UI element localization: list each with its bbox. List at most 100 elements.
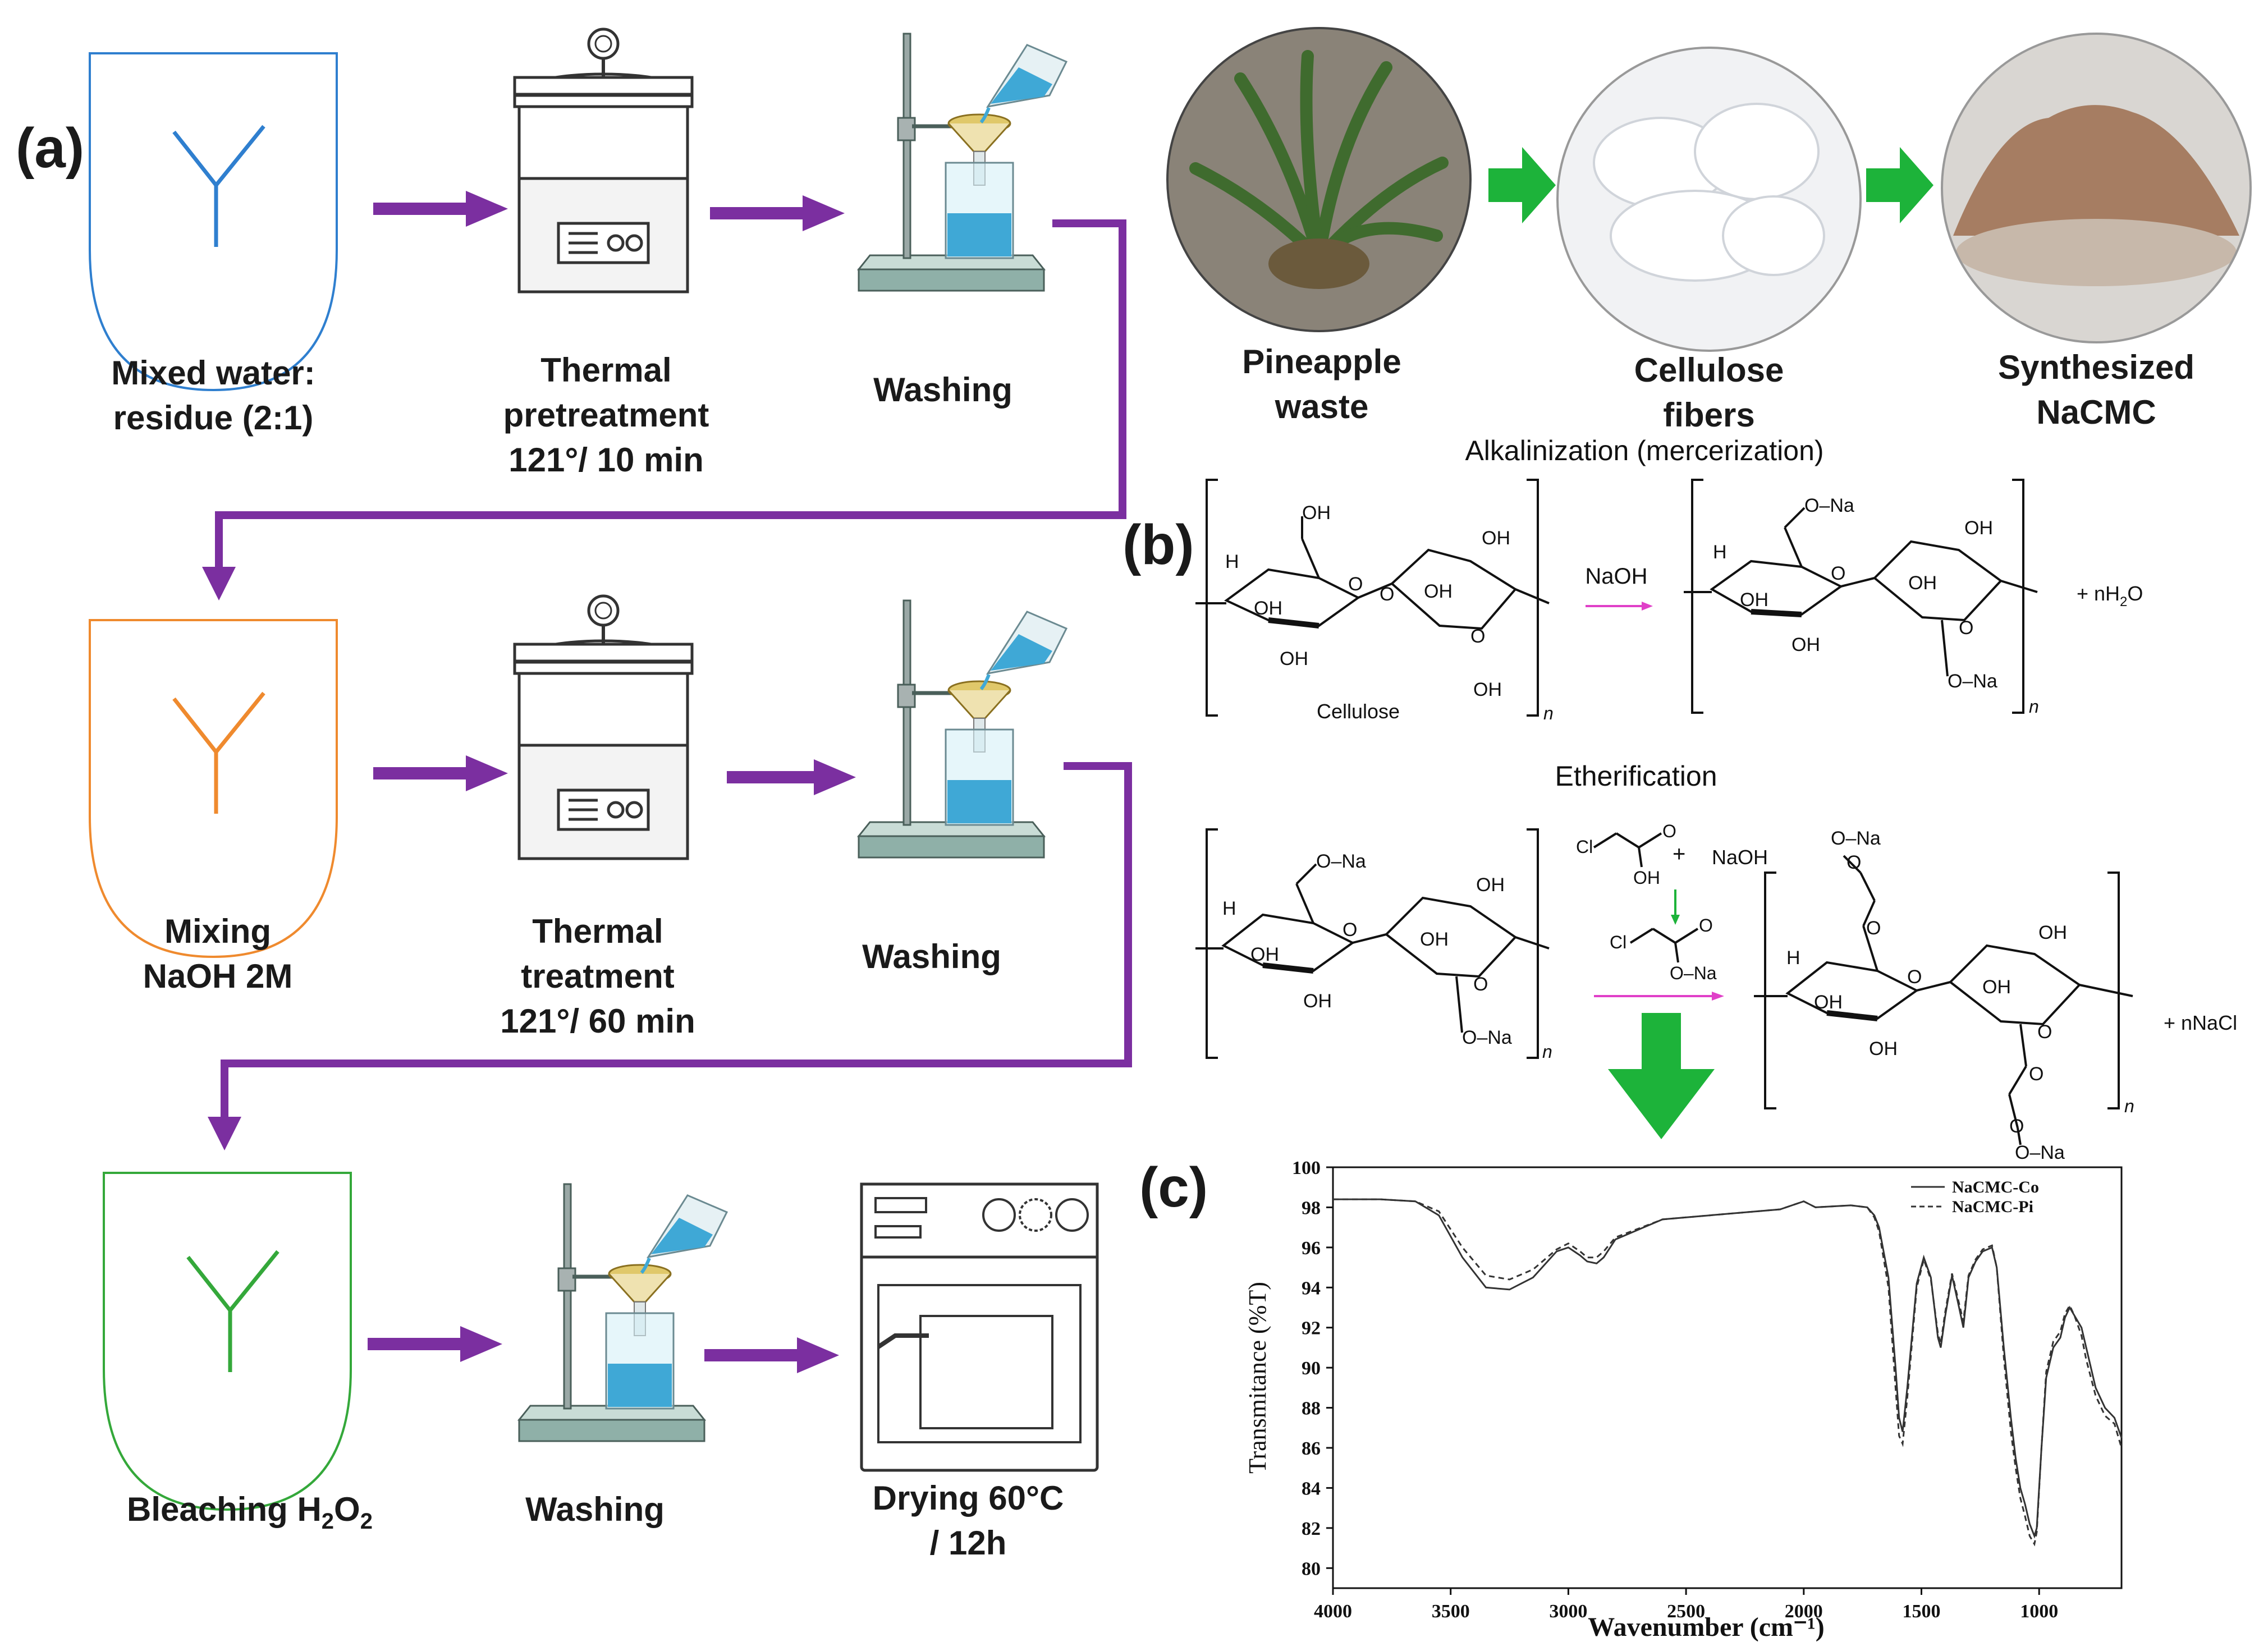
chloroacetic-acid-structure bbox=[1593, 832, 1662, 868]
step-thermal-line3: 121°/ 60 min bbox=[500, 1002, 695, 1040]
atom-label: H bbox=[1225, 551, 1239, 572]
step-thermal-line1: Thermal bbox=[532, 912, 663, 950]
step-mixed-water-line2: residue (2:1) bbox=[113, 399, 314, 437]
atom-label: OH bbox=[1473, 679, 1502, 700]
atom-label: OH bbox=[1814, 992, 1843, 1013]
y-tick-label: 82 bbox=[1302, 1519, 1321, 1539]
atom-label: OH bbox=[1869, 1038, 1898, 1060]
product-nacl: + nNaCl bbox=[2164, 1011, 2237, 1034]
washing-apparatus-icon-row3 bbox=[519, 1184, 727, 1441]
alkali-cellulose-structure bbox=[1684, 479, 2038, 714]
cellulose-structure bbox=[1195, 479, 1550, 717]
atom-label: OH bbox=[1964, 517, 1993, 539]
arrow-right-icon bbox=[373, 755, 508, 791]
y-tick-label: 88 bbox=[1302, 1398, 1321, 1419]
alkalinization-title: Alkalinization (mercerization) bbox=[1465, 435, 1823, 466]
atom-label: O bbox=[1847, 852, 1861, 873]
atom-label: OH bbox=[1254, 598, 1282, 619]
shield-icon-mixed-water bbox=[89, 52, 338, 391]
green-arrow-icon bbox=[1866, 147, 1933, 223]
arrow-down-icon bbox=[208, 1117, 241, 1150]
atom-label: O bbox=[1831, 563, 1845, 584]
arrow-right-icon bbox=[727, 759, 856, 795]
atom-label: OH bbox=[1482, 528, 1510, 549]
atom-label: Cl bbox=[1610, 932, 1626, 952]
step-mixing-line1: Mixing bbox=[164, 912, 271, 950]
autoclave-icon-row2 bbox=[515, 596, 692, 859]
subscript-n: n bbox=[1543, 703, 1554, 723]
green-down-arrow-icon bbox=[1671, 889, 1680, 925]
panel-c-label: (c) bbox=[1139, 1156, 1208, 1219]
photo-cellulose-line1: Cellulose bbox=[1634, 351, 1784, 389]
atom-label: OH bbox=[1280, 648, 1308, 669]
step-thermal-pre-line2: pretreatment bbox=[503, 396, 709, 434]
atom-label: OH bbox=[1250, 944, 1279, 965]
subscript-n: n bbox=[2029, 696, 2039, 717]
atom-label: O bbox=[1907, 966, 1922, 988]
reaction-arrow-icon bbox=[1594, 992, 1724, 1001]
x-tick-label: 2000 bbox=[1785, 1601, 1823, 1622]
atom-label: O bbox=[1473, 974, 1488, 995]
atom-label: O bbox=[1699, 915, 1713, 935]
drying-oven-icon bbox=[860, 1182, 1099, 1472]
arrow-right-icon bbox=[368, 1326, 502, 1362]
photo-cellulose-line2: fibers bbox=[1663, 396, 1754, 434]
atom-label: + bbox=[1673, 842, 1685, 866]
atom-label: O–Na bbox=[1804, 495, 1854, 516]
y-tick-label: 80 bbox=[1302, 1558, 1321, 1579]
atom-label: H bbox=[1713, 542, 1727, 563]
step-washing-row1: Washing bbox=[873, 371, 1012, 409]
atom-label: O–Na bbox=[1462, 1027, 1512, 1048]
step-bleaching: Bleaching H2O2 bbox=[127, 1491, 373, 1534]
reagent-labels: Cl O OH + NaOH bbox=[1576, 821, 1768, 888]
x-tick-label: 1000 bbox=[2020, 1601, 2058, 1622]
cellulose-fibers-photo bbox=[1556, 47, 1862, 352]
step-washing-row2: Washing bbox=[862, 938, 1001, 975]
y-tick-label: 86 bbox=[1302, 1438, 1321, 1459]
step-washing-row3: Washing bbox=[525, 1491, 665, 1528]
atom-label: OH bbox=[1476, 874, 1505, 896]
atom-label: OH bbox=[1908, 572, 1937, 594]
naoh-reagent-2: NaOH bbox=[1712, 846, 1768, 869]
atom-label: Cl bbox=[1576, 837, 1593, 857]
x-tick-label: 3000 bbox=[1549, 1601, 1587, 1622]
step-thermal-line2: treatment bbox=[521, 957, 674, 995]
alkali-cellulose-2-atom-labels: O–Na H OH OH O OH OH O O–Na bbox=[1222, 851, 1512, 1048]
y-tick-label: 94 bbox=[1302, 1278, 1321, 1299]
atom-label: O bbox=[1343, 919, 1357, 941]
atom-label: O–Na bbox=[2015, 1142, 2065, 1163]
connector-arrow-icon bbox=[215, 219, 1126, 572]
x-axis-label: Wavenumber (cm⁻¹) bbox=[1588, 1612, 1824, 1642]
shield-icon-bleaching bbox=[103, 1172, 352, 1511]
atom-label: O–Na bbox=[1670, 963, 1717, 983]
pineapple-waste-photo bbox=[1166, 27, 1472, 332]
atom-label: O–Na bbox=[1831, 828, 1881, 849]
photo-nacmc-line1: Synthesized bbox=[1998, 348, 2194, 386]
sodium-chloroacetate-structure bbox=[1629, 928, 1699, 963]
x-tick-label: 4000 bbox=[1314, 1601, 1352, 1622]
atom-label: OH bbox=[2038, 922, 2067, 943]
legend-label-co: NaCMC-Co bbox=[1952, 1178, 2039, 1196]
legend: NaCMC-Co NaCMC-Pi bbox=[1911, 1178, 2039, 1216]
y-tick-label: 84 bbox=[1302, 1478, 1321, 1499]
connector-arrow-icon bbox=[221, 762, 1132, 1122]
atom-label: H bbox=[1786, 947, 1800, 969]
series-line-nacmc-pi bbox=[1333, 1198, 2123, 1547]
atom-label: O bbox=[1470, 626, 1485, 647]
atom-label: O bbox=[2037, 1021, 2052, 1043]
x-tick-label: 3500 bbox=[1432, 1601, 1470, 1622]
sodium-chloroacetate-labels: Cl O O–Na bbox=[1610, 915, 1717, 983]
atom-label: O bbox=[2029, 1063, 2044, 1085]
step-mixed-water-line1: Mixed water: bbox=[111, 354, 315, 392]
y-tick-label: 96 bbox=[1302, 1238, 1321, 1259]
washing-apparatus-icon-row1 bbox=[859, 34, 1066, 291]
atom-label: O–Na bbox=[1316, 851, 1366, 872]
series-line-nacmc-co bbox=[1333, 1198, 2123, 1539]
cellulose-atom-labels: OH H OH OH O O OH OH O OH bbox=[1225, 502, 1510, 700]
reaction-arrow-icon bbox=[1586, 602, 1653, 611]
arrow-right-icon bbox=[704, 1337, 839, 1373]
alkali-cellulose-structure-2 bbox=[1195, 828, 1550, 1059]
arrow-right-icon bbox=[710, 195, 845, 231]
